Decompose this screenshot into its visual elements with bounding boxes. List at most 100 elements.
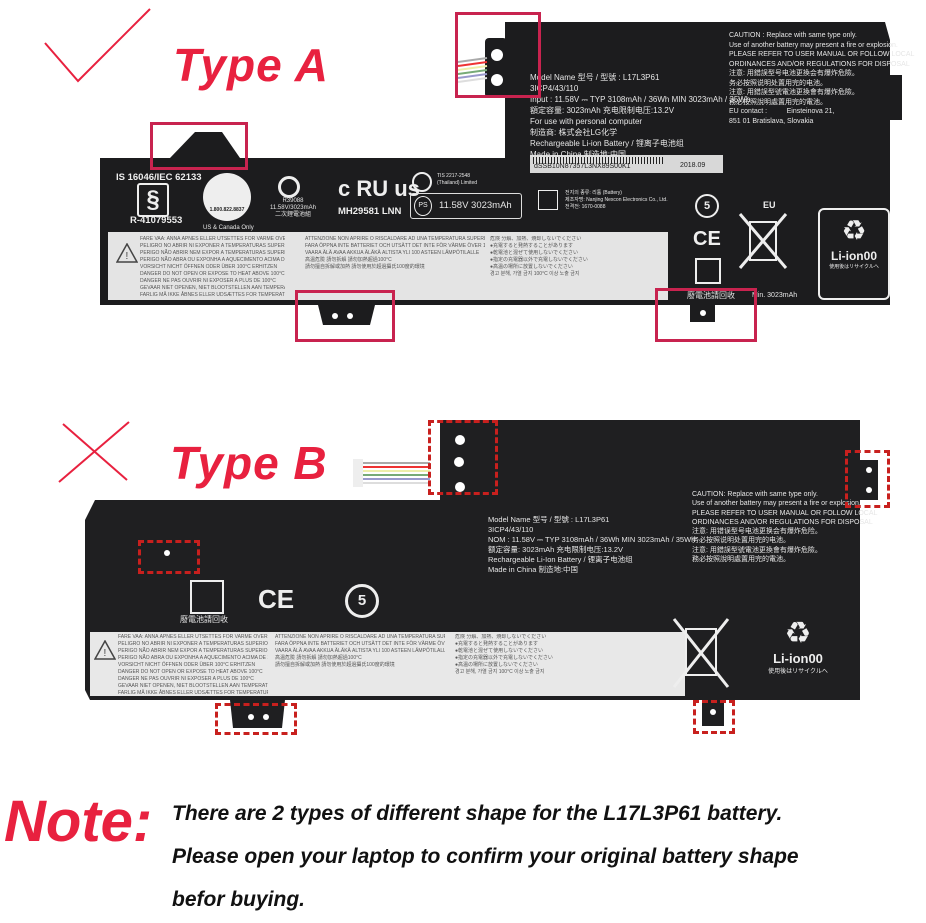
caution-line: ORDINANCES AND/OR REGULATIONS FOR DISPOS… [692, 518, 873, 526]
highlight-tab-top-a [150, 122, 248, 170]
warning-line: ●乾電池と混ぜて使用しないでください [455, 648, 544, 654]
model-line: Model Name 型号 / 型號 : L17L3P61 [530, 73, 660, 82]
caution-line: 注意: 用錯誤型號電池更換會有爆炸危險。 [729, 89, 859, 96]
caution-line: PLEASE REFER TO USER MANUAL OR FOLLOW LO… [729, 51, 915, 58]
warning-line: ●高温の場所に放置しないでください [490, 264, 573, 270]
warning-line: GEVAAR NIET OPENEN, NIET BLOOTSTELLEN AA… [140, 285, 285, 291]
warning-line: DANGER NE PAS OUVRIR NI EXPOSER A PLUS D… [118, 676, 254, 682]
model-line: Rechargeable Li-Ion Battery / 锂离子电池组 [488, 555, 633, 564]
rbrc-seal: 1.800.822.8837 [203, 173, 251, 221]
type-b-caution: CAUTION: Replace with same type only. Us… [692, 490, 877, 564]
caution-line: 注意: 用錯誤型號電池更換會有爆炸危險。 [692, 546, 822, 554]
model-line: 額定容量: 3023mAh 充电限制电压:13.2V [530, 106, 675, 115]
warning-line: FARLIG MÅ IKKE ÅBNES ELLER UDSÆTTES FOR … [118, 690, 268, 696]
x-mark-icon [58, 421, 130, 483]
warning-line: DANGER DO NOT OPEN OR EXPOSE TO HEAT ABO… [118, 669, 263, 675]
warning-line: PERIGO NÃO ABRIR NEM EXPOR A TEMPERATURA… [118, 648, 268, 654]
eu-label: EU [763, 200, 776, 210]
caution-line: PLEASE REFER TO USER MANUAL OR FOLLOW LO… [692, 509, 878, 517]
warning-line: 경고 분해, 가열 금지 100°C 이상 노출 금지 [455, 669, 545, 675]
rbrc-phone: 1.800.822.8837 [209, 207, 245, 213]
model-line: 制造商: 株式会社LG化学 [530, 128, 618, 137]
recycle-symbol-icon [190, 580, 224, 614]
model-line: Model Name 型号 / 型號 : L17L3P61 [488, 515, 610, 524]
note-line-3: befor buying. [172, 888, 305, 911]
model-line: Input : 11.58V ⎓ TYP 3108mAh / 36Wh MIN … [530, 95, 751, 104]
warning-line: FARE VAA: ANNA ÅPNES ELLER UTSETTES FOR … [118, 634, 268, 640]
highlight-tab-bottom-b [215, 703, 297, 735]
model-line: NOM : 11.58V ⎓ TYP 3108mAh / 36Wh MIN 30… [488, 535, 696, 544]
recycle-label-b: 廢電池請回收 [180, 615, 228, 624]
warning-line: VORSICHT NICHT ÖFFNEN ODER ÜBER 100°C ER… [118, 662, 256, 668]
type-a-model-info: Model Name 型号 / 型號 : L17L3P61 3ICP4/43/1… [530, 72, 750, 160]
tis-info: TIS 2217-2548 (Thailand) Limited [437, 173, 477, 187]
eu-contact-label: EU contact : [729, 108, 768, 115]
ul-mark-icon: c RU us [338, 176, 420, 201]
recycle-label: 廢電池請回收 [687, 291, 735, 300]
warning-line: ●高温の場所に放置しないでください [455, 662, 538, 668]
warning-line: GEVAAR NIET OPENEN, NIET BLOOTSTELLEN AA… [118, 683, 268, 689]
standard-label: IS 16046/IEC 62133 [116, 172, 202, 183]
warning-line: 請勿擅自拆解或加熱 請勿使用於超過攝氏100度的環境 [275, 662, 395, 668]
bsmi-icon [278, 176, 300, 198]
recycle-symbol-icon [695, 258, 721, 284]
pse-rating: 11.58V 3023mAh [439, 200, 512, 211]
warning-line: DANGER DO NOT OPEN OR EXPOSE TO HEAT ABO… [140, 271, 285, 277]
model-line: 3ICP4/43/110 [488, 525, 534, 534]
highlight-connector-b [428, 420, 498, 495]
type-b-title: Type B [170, 437, 328, 489]
korea-line: 전지의 종류: 리튬 (Battery) [565, 190, 622, 196]
warning-line: ●乾電池と混ぜて使用しないでください [490, 250, 579, 256]
warning-line: FARA ÖPPNA INTE BATTERIET OCH UTSÄTT DET… [275, 641, 445, 647]
warning-line: PERIGO NÃO ABRIR NEM EXPOR A TEMPERATURA… [140, 250, 285, 256]
li-ion-label: Li-ion00 [830, 249, 877, 263]
barcode-text: dSSB10N87357L3NX89S00K1 [534, 163, 631, 170]
warning-line: DANGER NE PAS OUVRIR NI EXPOSER A PLUS D… [140, 278, 276, 284]
recycle-arrows-icon: ♻ [841, 215, 867, 246]
warning-line: ●指定の充電器以外で充電しないでください [455, 655, 553, 661]
r-number: R-41079553 [130, 215, 183, 226]
caution-line: 務必按照說明處置用完的電池。 [729, 98, 827, 106]
warning-line: PERIGO NÃO ABRA OU EXPONHA A AQUECIMENTO… [140, 257, 285, 263]
pse-icon: PS [414, 196, 432, 216]
korea-info: 전지의 종류: 리튬 (Battery) 제조자명: Nanjing Nexco… [565, 190, 668, 211]
warning-line: PERIGO NÃO ABRA OU EXPONHA A AQUECIMENTO… [118, 655, 268, 661]
bsmi-line: 11.58V/3023mAh [270, 205, 316, 211]
crossed-bin-icon [738, 213, 788, 269]
warning-text-b1: FARE VAA: ANNA ÅPNES ELLER UTSETTES FOR … [118, 634, 268, 697]
caution-line: CAUTION: Replace with same type only. [692, 491, 818, 498]
highlight-tab-bottom-right-b [693, 700, 735, 734]
bis-mark-icon: § [137, 183, 169, 217]
caution-line: Use of another battery may present a fir… [692, 500, 861, 508]
tis-line: (Thailand) Limited [437, 180, 478, 186]
li-ion-label: Li-ion00 [773, 651, 823, 666]
warning-line: 高温危險 請勿拆解 請勿加熱超過100°C [305, 257, 392, 263]
type-a-title: Type A [173, 39, 329, 91]
note-line-1: There are 2 types of different shape for… [172, 802, 783, 825]
type-a-battery [100, 22, 902, 325]
recycle-5-icon: 5 [345, 584, 379, 618]
caution-line: 務必按照說明處置用完的電池。 [692, 556, 790, 564]
ul-code: MH29581 LNN [338, 206, 402, 217]
warning-line: FARA ÖPPNA INTE BATTERIET OCH UTSÄTT DET… [305, 243, 485, 249]
caution-line: Use of another battery may present a fir… [729, 41, 898, 49]
warning-line: FARE VAA: ANNA ÅPNES ELLER UTSETTES FOR … [140, 236, 285, 242]
warning-line: ●充電すると発熱することがあります [490, 243, 574, 249]
li-ion-sub: 使用後はリサイクルへ [768, 669, 828, 675]
type-b-model-info: Model Name 型号 / 型號 : L17L3P61 3ICP4/43/1… [488, 515, 695, 575]
li-ion-recycle-box: ♻ Li-ion00 使用後はリサイクルへ [818, 208, 890, 300]
model-line: 3ICP4/43/110 [530, 84, 579, 93]
li-ion-recycle-b: ♻ Li-ion00 使用後はリサイクルへ [766, 616, 830, 675]
bsmi-line: R39088 [282, 198, 304, 204]
warning-text-a3: 危険 分解、加熱、焼却しないでください●充電すると発熱することがあります●乾電池… [490, 236, 650, 278]
warning-triangle-icon: ! [93, 639, 117, 660]
warning-line: 危険 分解、加熱、焼却しないでください [455, 634, 547, 640]
warning-line: ATTENZIONE NON APRIRE O RISCALDARE AD UN… [275, 634, 445, 640]
warning-text-a2: ATTENZIONE NON APRIRE O RISCALDARE AD UN… [305, 236, 485, 271]
korea-line: 제조자명: Nanjing Nexcon Electronics Co., Lt… [565, 197, 668, 203]
crossed-bin-icon [672, 618, 730, 688]
caution-line: 务必按照说明处置用完的电池。 [729, 79, 827, 87]
highlight-tab-right-b [845, 450, 890, 508]
model-line: For use with personal computer [530, 117, 643, 126]
battery-shapes [85, 22, 902, 728]
